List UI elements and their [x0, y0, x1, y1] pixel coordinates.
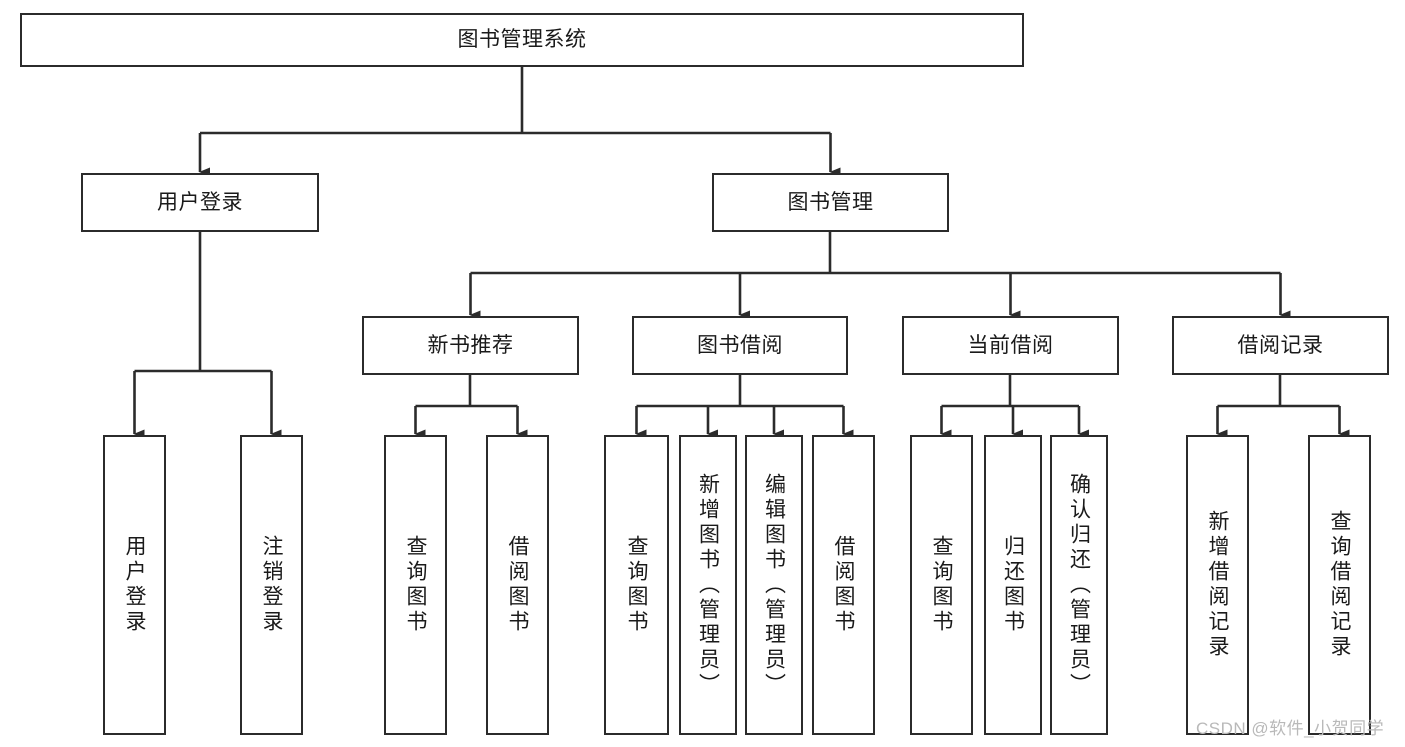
node-leaf-5[interactable]: 新增图书（管理员）	[679, 435, 737, 735]
node-level3-3[interactable]: 借阅记录	[1172, 316, 1389, 375]
node-label: 归还图书	[1001, 535, 1025, 635]
node-leaf-2[interactable]: 查询图书	[384, 435, 447, 735]
node-label: 确认归还（管理员）	[1067, 472, 1091, 698]
node-leaf-10[interactable]: 确认归还（管理员）	[1050, 435, 1108, 735]
node-leaf-11[interactable]: 新增借阅记录	[1186, 435, 1249, 735]
node-leaf-12[interactable]: 查询借阅记录	[1308, 435, 1371, 735]
node-label: 新书推荐	[427, 333, 514, 357]
node-leaf-1[interactable]: 注销登录	[240, 435, 303, 735]
node-leaf-7[interactable]: 借阅图书	[812, 435, 875, 735]
node-level3-2[interactable]: 当前借阅	[902, 316, 1119, 375]
node-label: 用户登录	[157, 190, 243, 214]
node-level2-0[interactable]: 用户登录	[81, 173, 319, 232]
node-label: 图书借阅	[697, 333, 783, 357]
node-label: 借阅图书	[506, 535, 529, 635]
node-label: 新增图书（管理员）	[696, 472, 720, 698]
node-label: 查询图书	[404, 535, 427, 635]
node-label: 查询图书	[625, 535, 648, 635]
node-leaf-4[interactable]: 查询图书	[604, 435, 669, 735]
node-level3-1[interactable]: 图书借阅	[632, 316, 848, 375]
node-level2-1[interactable]: 图书管理	[712, 173, 949, 232]
node-leaf-0[interactable]: 用户登录	[103, 435, 166, 735]
node-leaf-9[interactable]: 归还图书	[984, 435, 1042, 735]
node-label: 图书管理系统	[457, 28, 587, 52]
node-label: 注销登录	[260, 535, 283, 635]
node-label: 图书管理	[787, 190, 874, 214]
node-root-0[interactable]: 图书管理系统	[20, 13, 1024, 67]
node-label: 查询图书	[930, 535, 953, 635]
connector-lines	[133, 67, 1350, 439]
node-label: 借阅记录	[1237, 333, 1324, 357]
node-label: 新增借阅记录	[1206, 510, 1229, 660]
node-leaf-6[interactable]: 编辑图书（管理员）	[745, 435, 803, 735]
node-label: 用户登录	[123, 535, 146, 635]
node-leaf-3[interactable]: 借阅图书	[486, 435, 549, 735]
node-level3-0[interactable]: 新书推荐	[362, 316, 579, 375]
node-label: 借阅图书	[832, 535, 855, 635]
watermark-text: CSDN @软件_小贺同学	[1196, 719, 1385, 738]
node-label: 查询借阅记录	[1328, 510, 1351, 660]
node-label: 编辑图书（管理员）	[762, 472, 786, 698]
node-leaf-8[interactable]: 查询图书	[910, 435, 973, 735]
node-label: 当前借阅	[967, 333, 1054, 357]
